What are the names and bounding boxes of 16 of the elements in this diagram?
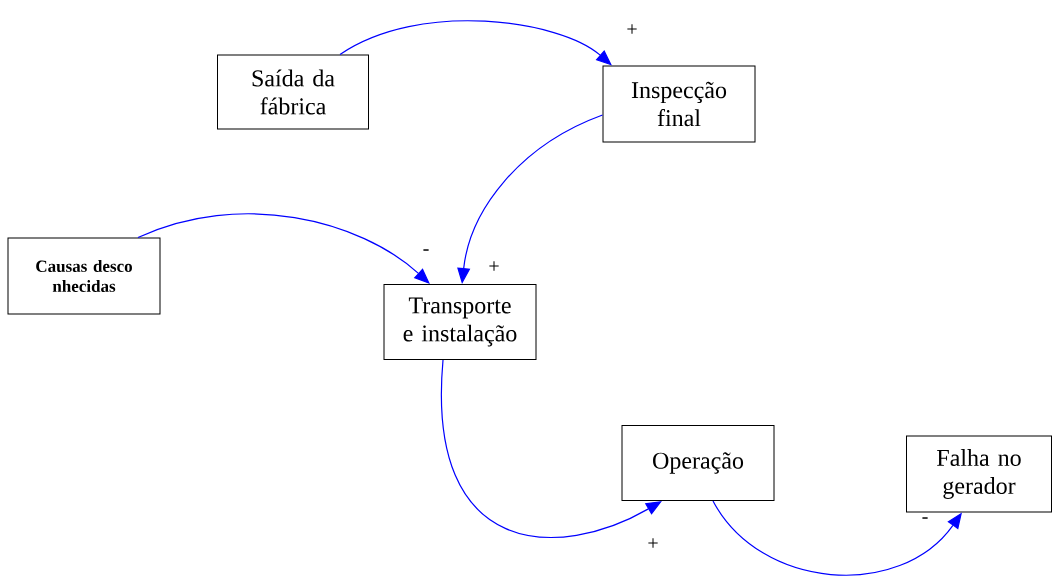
arrow <box>457 114 604 284</box>
arrow <box>440 359 662 539</box>
edge-label: - <box>421 248 431 256</box>
edge-label: + <box>646 537 660 551</box>
edge-label: + <box>625 23 639 37</box>
process-box: Falha no gerador <box>906 435 1052 513</box>
edge-label: - <box>920 516 930 524</box>
process-box: Transporte e instalação <box>383 284 537 360</box>
arrow <box>137 213 430 284</box>
process-box: Causas desco nhecidas <box>7 237 161 315</box>
edge-label: + <box>487 260 501 274</box>
arrow <box>339 20 612 66</box>
process-box: Operação <box>621 425 775 501</box>
arrow <box>712 500 962 576</box>
process-box: Saída da fábrica <box>217 54 369 130</box>
process-box: Inspecção final <box>602 65 756 143</box>
